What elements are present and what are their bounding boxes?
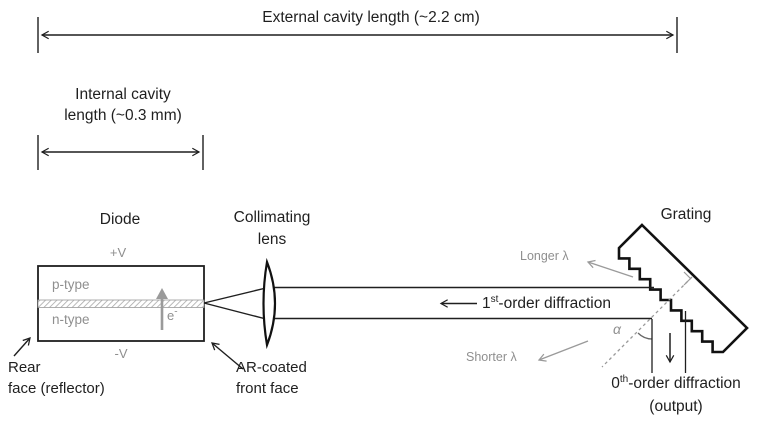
external-cavity-dimension bbox=[37, 17, 678, 53]
alpha-angle-arc bbox=[637, 332, 653, 340]
grating-title: Grating bbox=[660, 206, 712, 223]
zeroth-order-rest: -order diffraction bbox=[628, 375, 741, 392]
laser-beams bbox=[203, 286, 654, 320]
zeroth-order-num: 0 bbox=[611, 375, 620, 392]
ar-face-label-line2: front face bbox=[236, 379, 299, 397]
diverging-ray-lower bbox=[203, 302, 267, 320]
right-angle-marker bbox=[683, 271, 692, 286]
zeroth-order-sup: th bbox=[619, 373, 629, 385]
active-region-stripe bbox=[37, 299, 205, 308]
grating-shape bbox=[617, 223, 749, 354]
shorter-wavelength-arrow bbox=[537, 340, 589, 362]
rear-face-label-line1: Rear bbox=[8, 359, 41, 376]
zeroth-order-output bbox=[651, 311, 687, 373]
electron-charge-sup: - bbox=[174, 306, 178, 318]
alpha-angle-label: α bbox=[613, 321, 621, 337]
external-cavity-label: External cavity length (~2.2 cm) bbox=[262, 9, 480, 26]
minus-terminal-label: -V bbox=[114, 346, 128, 361]
zeroth-order-label-line1: 0th-order diffraction bbox=[611, 372, 741, 395]
electron-symbol: e bbox=[167, 308, 175, 323]
first-order-label: 1st-order diffraction bbox=[482, 294, 611, 313]
first-order-sup: st bbox=[490, 293, 499, 305]
diverging-ray-upper bbox=[203, 287, 267, 304]
collimating-lens-title: Collimating lens bbox=[234, 207, 311, 251]
lens-title-line1: Collimating bbox=[233, 209, 311, 226]
internal-cavity-label-line1: Internal cavity bbox=[75, 86, 171, 103]
electron-label: e- bbox=[167, 306, 178, 324]
n-type-label: n-type bbox=[52, 312, 90, 327]
internal-cavity-label: Internal cavity length (~0.3 mm) bbox=[64, 84, 182, 126]
first-order-num: 1 bbox=[482, 295, 491, 312]
longer-wavelength-label: Longer λ bbox=[520, 249, 569, 263]
electron-flow-arrow bbox=[156, 288, 168, 330]
zeroth-order-label-line2: (output) bbox=[649, 398, 703, 415]
first-order-rest: -order diffraction bbox=[498, 295, 611, 312]
lens-title-line2: lens bbox=[257, 231, 287, 248]
longer-wavelength-arrow bbox=[586, 259, 634, 278]
zeroth-order-label: 0th-order diffraction (output) bbox=[611, 372, 741, 418]
p-type-label: p-type bbox=[52, 277, 90, 292]
rear-face-pointer-arrow bbox=[13, 337, 31, 357]
internal-cavity-label-line2: length (~0.3 mm) bbox=[64, 107, 182, 124]
diode-title: Diode bbox=[99, 211, 141, 228]
ar-face-pointer-arrow bbox=[211, 342, 244, 370]
internal-cavity-dimension bbox=[37, 135, 204, 170]
rear-face-label-line2: face (reflector) bbox=[8, 379, 105, 397]
ar-face-label-line1: AR-coated bbox=[236, 359, 307, 376]
shorter-wavelength-label: Shorter λ bbox=[466, 350, 517, 364]
lens-shape bbox=[262, 257, 277, 350]
ar-face-label: AR-coated front face bbox=[236, 358, 307, 399]
plus-terminal-label: +V bbox=[109, 245, 127, 260]
rear-face-label: Rear face (reflector) bbox=[8, 358, 105, 399]
